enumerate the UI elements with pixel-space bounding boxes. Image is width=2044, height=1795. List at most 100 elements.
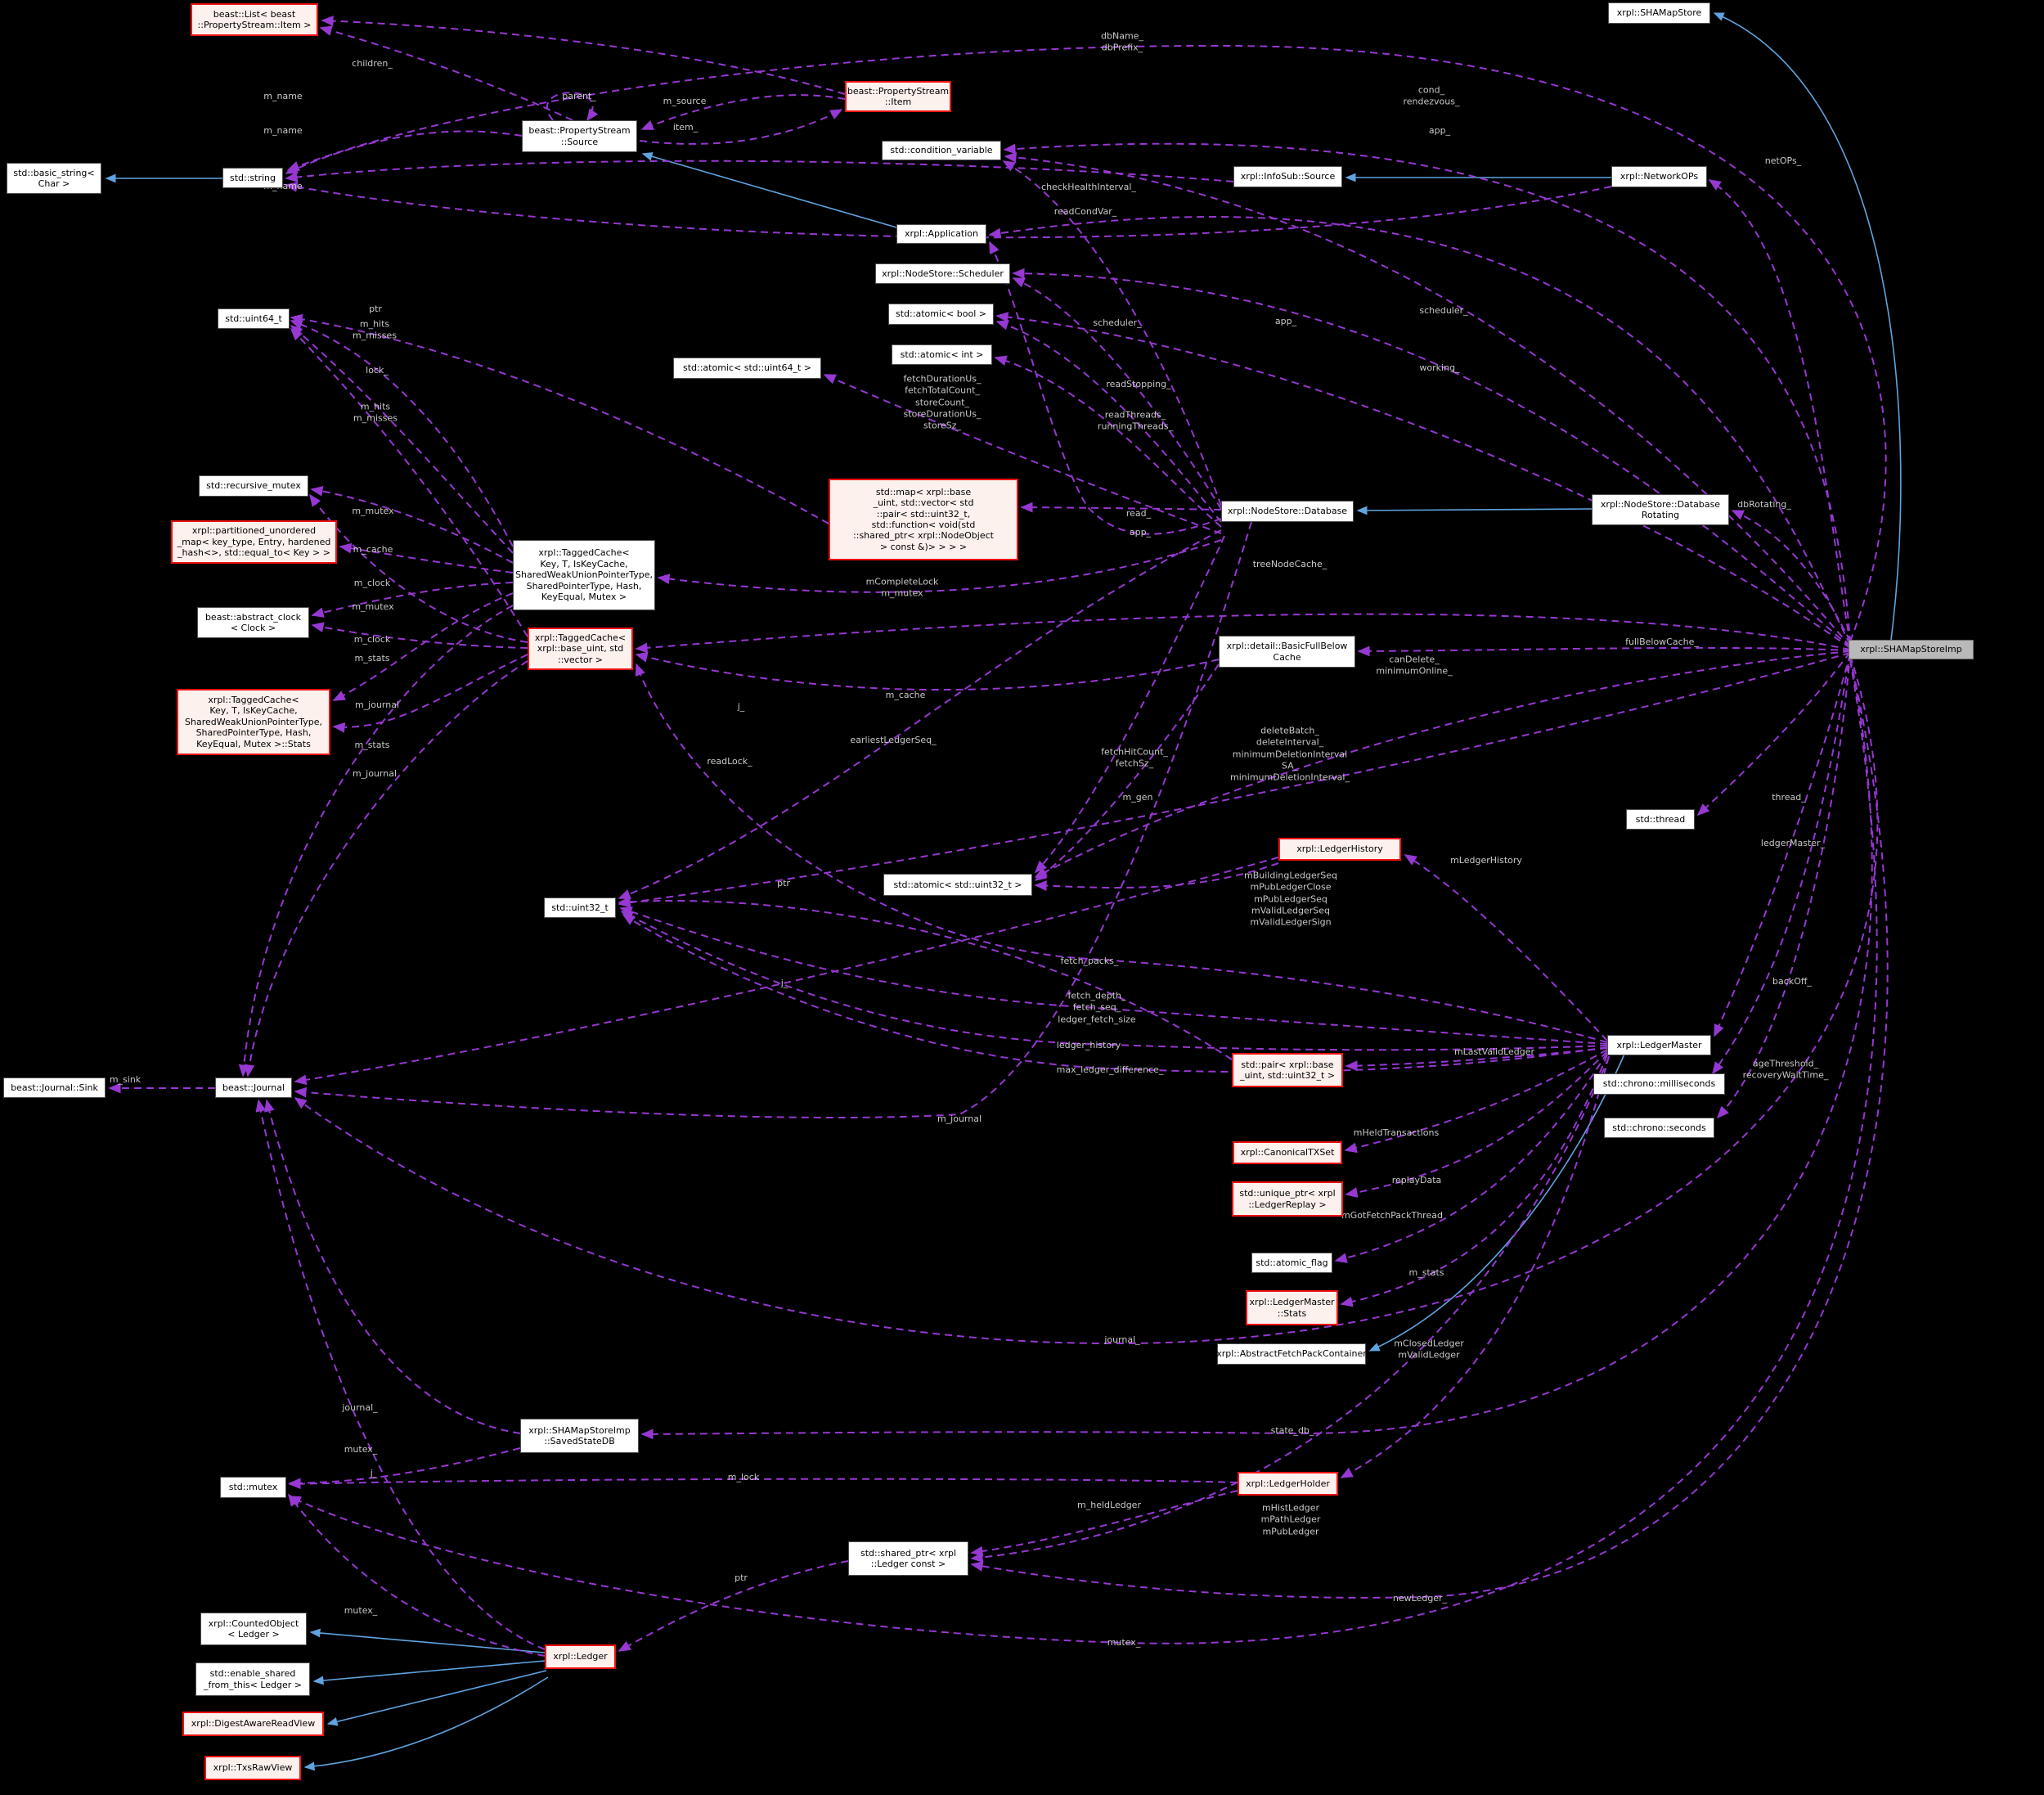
usage-edge [618, 652, 1851, 908]
usage-edge [988, 216, 1851, 646]
class-box-atomic-u64[interactable]: std::atomic< std::uint64_t > [673, 358, 821, 379]
edge-label: children_ [352, 57, 393, 69]
class-box-ns-dbrotating[interactable]: xrpl::NodeStore::Database Rotating [1592, 494, 1729, 525]
usage-edge [1344, 1049, 1608, 1154]
usage-edge [311, 622, 528, 649]
class-box-digestaware[interactable]: xrpl::DigestAwareReadView [182, 1712, 324, 1736]
edge-label: fullBelowCache_ [1625, 636, 1699, 647]
class-box-chrono-s[interactable]: std::chrono::seconds [1604, 1118, 1714, 1138]
class-box-application[interactable]: xrpl::Application [896, 224, 986, 244]
edge-label: mutex_ [344, 1443, 378, 1455]
class-box-list-item[interactable]: beast::List< beast ::PropertyStream::Ite… [191, 3, 318, 36]
class-box-ledger[interactable]: xrpl::Ledger [545, 1644, 616, 1669]
class-box-std-thread[interactable]: std::thread [1626, 809, 1695, 830]
usage-edge [1696, 651, 1851, 817]
edge-label: m_heldLedger [1077, 1499, 1141, 1510]
class-box-taggedcache-vec[interactable]: xrpl::TaggedCache< xrpl::base_uint, std … [528, 628, 633, 670]
usage-edge [288, 1493, 546, 1657]
edge-label: m_stats [354, 652, 390, 664]
class-box-basicfullbelow[interactable]: xrpl::detail::BasicFullBelow Cache [1219, 636, 1355, 668]
class-box-txsrawview[interactable]: xrpl::TxsRawView [204, 1756, 301, 1780]
edge-label: ageThreshold_ recoveryWaitTime_ [1742, 1058, 1829, 1081]
usage-edge [294, 521, 1252, 1118]
class-box-atomic-bool[interactable]: std::atomic< bool > [888, 304, 994, 325]
class-box-atomic-int[interactable]: std::atomic< int > [892, 344, 992, 365]
class-box-ledgerholder[interactable]: xrpl::LedgerHolder [1238, 1472, 1338, 1496]
edge-label: m_journal [354, 699, 400, 710]
usage-edge [1404, 854, 1608, 1041]
class-box-uint64[interactable]: std::uint64_t [218, 308, 290, 329]
class-box-basic-string[interactable]: std::basic_string< Char > [7, 163, 101, 194]
edge-label: m_journal [352, 767, 398, 779]
class-box-shamapstore[interactable]: xrpl::SHAMapStore [1608, 2, 1710, 24]
usage-edge [995, 312, 1851, 649]
class-box-infosub-source[interactable]: xrpl::InfoSub::Source [1233, 166, 1342, 187]
usage-edge [618, 896, 1233, 1060]
class-box-cond-var[interactable]: std::condition_variable [882, 141, 1001, 160]
class-box-journal-sink[interactable]: beast::Journal::Sink [3, 1077, 106, 1098]
class-box-atomic-u32[interactable]: std::atomic< std::uint32_t > [883, 874, 1032, 896]
usage-edge [311, 582, 514, 618]
class-box-enable-shared[interactable]: std::enable_shared _from_this< Ledger > [195, 1662, 310, 1696]
class-box-countedobject[interactable]: xrpl::CountedObject < Ledger > [200, 1613, 307, 1645]
usage-edge [1345, 1050, 1608, 1198]
class-box-abstract-fetchpack[interactable]: xrpl::AbstractFetchPackContainer [1216, 1343, 1367, 1365]
class-box-pair-baseuint[interactable]: std::pair< xrpl::base _uint, std::uint32… [1232, 1053, 1343, 1087]
class-box-uint32[interactable]: std::uint32_t [544, 898, 616, 918]
edge-label: mGotFetchPackThread [1341, 1209, 1443, 1221]
class-box-atomic-flag[interactable]: std::atomic_flag [1251, 1253, 1332, 1273]
edge-label: readStopping_ [1106, 378, 1171, 389]
class-box-string[interactable]: std::string [222, 168, 283, 188]
edge-label: mCompleteLock m_mutex [865, 576, 939, 599]
class-box-partitioned-map[interactable]: xrpl::partitioned_unordered _map< key_ty… [171, 520, 337, 564]
class-box-ns-database[interactable]: xrpl::NodeStore::Database [1221, 501, 1354, 522]
edge-label: fetchDurationUs_ fetchTotalCount_ storeC… [903, 373, 982, 431]
class-box-recursive-mutex[interactable]: std::recursive_mutex [199, 475, 308, 497]
usage-edge [290, 324, 514, 554]
edge-label: m_clock [353, 633, 391, 645]
usage-edge [290, 313, 829, 524]
usage-edge [1003, 142, 1851, 644]
inheritance-edge [326, 1670, 547, 1726]
edge-label: app_ [1428, 124, 1451, 136]
class-box-sharedptr-ledger[interactable]: std::shared_ptr< xrpl ::Ledger const > [848, 1541, 968, 1576]
usage-edge [244, 660, 528, 1077]
class-box-taggedcache-stats[interactable]: xrpl::TaggedCache< Key, T, IsKeyCache, S… [177, 689, 330, 755]
edge-label: mutex_ [344, 1604, 378, 1616]
class-box-savedstatedb[interactable]: xrpl::SHAMapStoreImp ::SavedStateDB [520, 1419, 639, 1453]
inheritance-edge [641, 151, 897, 228]
edge-label: replayData [1391, 1174, 1442, 1185]
class-box-std-map[interactable]: std::map< xrpl::base _uint, std::vector<… [829, 479, 1018, 560]
edge-label: mBuildingLedgerSeq mPubLedgerClose mPubL… [1243, 870, 1338, 928]
class-box-shamapstoreimp[interactable]: xrpl::SHAMapStoreImp [1849, 640, 1974, 659]
class-box-lm-stats[interactable]: xrpl::LedgerMaster ::Stats [1246, 1290, 1338, 1325]
edge-label: dbName_ dbPrefix_ [1101, 30, 1143, 53]
usage-edge [635, 652, 1220, 691]
edge-label: mLedgerHistory [1450, 854, 1522, 866]
class-box-uniqueptr-replay[interactable]: std::unique_ptr< xrpl ::LedgerReplay > [1232, 1181, 1343, 1217]
usage-edge [1012, 277, 1222, 510]
usage-edge [635, 663, 1608, 1043]
edge-label: app_ [1129, 526, 1152, 538]
class-box-std-mutex[interactable]: std::mutex [220, 1477, 286, 1498]
class-box-taggedcache[interactable]: xrpl::TaggedCache< Key, T, IsKeyCache, S… [513, 540, 655, 610]
class-box-chrono-ms[interactable]: std::chrono::milliseconds [1593, 1073, 1725, 1095]
class-box-ns-scheduler[interactable]: xrpl::NodeStore::Scheduler [875, 263, 1010, 284]
class-box-ps-item[interactable]: beast::PropertyStream ::Item [845, 81, 951, 112]
edge-label: m_lock [727, 1471, 760, 1482]
class-box-canonical-txset[interactable]: xrpl::CanonicalTXSet [1233, 1141, 1342, 1164]
class-box-network-ops[interactable]: xrpl::NetworkOPs [1611, 166, 1707, 187]
edge-label: j_ [370, 1467, 378, 1478]
class-box-ledgerhistory[interactable]: xrpl::LedgerHistory [1278, 838, 1401, 861]
class-box-abstract-clock[interactable]: beast::abstract_clock < Clock > [197, 607, 309, 638]
usage-edge [321, 16, 846, 95]
edge-label: scheduler_ [1093, 317, 1142, 328]
class-box-ps-source[interactable]: beast::PropertyStream ::Source [522, 120, 637, 152]
usage-edge [309, 493, 528, 643]
edge-label: item_ [672, 121, 699, 133]
usage-edge [620, 911, 1608, 1051]
class-box-journal[interactable]: beast::Journal [215, 1077, 292, 1098]
edge-label: j_ [737, 700, 745, 712]
class-box-ledgermaster[interactable]: xrpl::LedgerMaster [1607, 1035, 1711, 1055]
